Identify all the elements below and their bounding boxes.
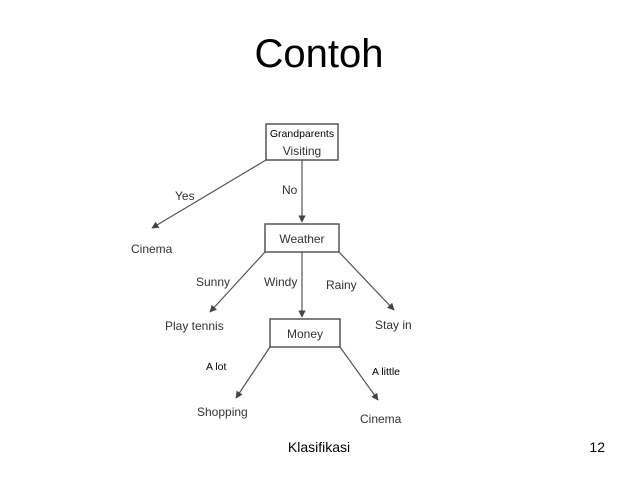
leaf-label-cinema-bottom: Cinema: [360, 412, 402, 426]
leaf-label-play-tennis: Play tennis: [165, 319, 224, 333]
page-number: 12: [589, 439, 605, 455]
edge-a-lot: [235, 346, 271, 399]
leaf-label-shopping: Shopping: [197, 405, 248, 419]
edge-label-windy: Windy: [264, 275, 297, 289]
node-label-visiting: Visiting: [283, 144, 321, 158]
root-annotation: Grandparents: [270, 128, 334, 140]
node-box-visiting: [265, 123, 339, 161]
node-label-money: Money: [287, 327, 323, 341]
edge-label-yes: Yes: [175, 189, 195, 203]
edge-label-a-lot: A lot: [206, 361, 227, 373]
footer-label: Klasifikasi: [287, 439, 351, 455]
node-label-weather: Weather: [279, 232, 324, 246]
edge-rainy: [338, 251, 395, 311]
edge-label-sunny: Sunny: [196, 275, 230, 289]
edge-label-no: No: [282, 183, 298, 197]
edge-label-rainy: Rainy: [326, 278, 357, 292]
leaf-label-cinema-top: Cinema: [131, 242, 173, 256]
edge-yes: [151, 159, 267, 229]
node-box-money: [269, 318, 341, 348]
edge-label-a-little: A little: [372, 366, 400, 378]
edge-a-little: [339, 346, 379, 401]
slide-title: Contoh: [254, 32, 384, 76]
node-box-weather: [264, 223, 340, 253]
leaf-label-stay-in: Stay in: [375, 318, 412, 332]
edge-sunny: [209, 251, 266, 313]
